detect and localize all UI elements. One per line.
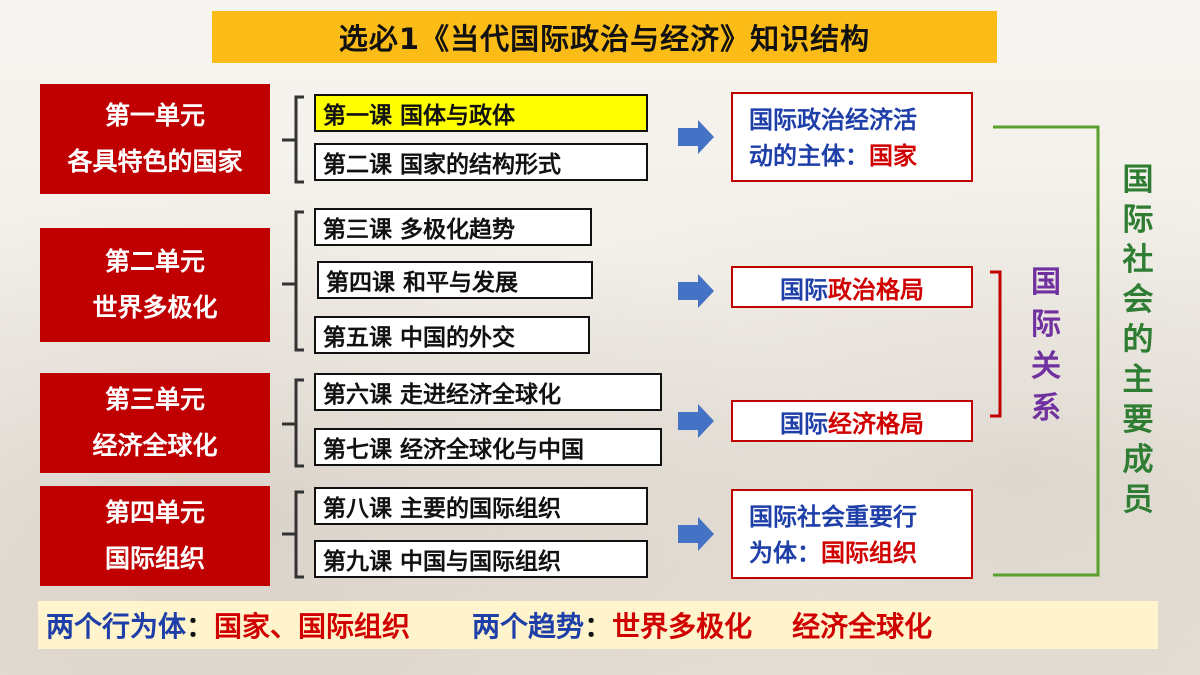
unit-2-box: 第二单元 世界多极化 [40, 228, 270, 342]
result-international-org-line2: 为体：国际组织 [749, 535, 971, 571]
arrow-4 [678, 517, 714, 551]
result-economic-highlight: 经济格局 [828, 409, 924, 438]
unit-1-name: 各具特色的国家 [67, 147, 243, 176]
result-economic-prefix: 国际 [780, 409, 828, 438]
arrow-2 [678, 274, 714, 308]
bracket-unit-1 [282, 95, 304, 184]
lesson-6: 第六课 走进经济全球化 [314, 373, 662, 411]
bottom-value-multipolar: 世界多极化 [612, 610, 753, 643]
bracket-members [993, 125, 1100, 577]
unit-4-name: 国际组织 [104, 544, 205, 573]
arrow-3 [678, 404, 714, 438]
lesson-3: 第三课 多极化趋势 [314, 208, 592, 246]
result-political-highlight: 政治格局 [828, 275, 924, 304]
bottom-label-trends: 两个趋势 [472, 610, 585, 643]
result-international-org-highlight: 国际组织 [821, 539, 917, 567]
bracket-unit-3 [282, 378, 304, 468]
unit-2-name: 世界多极化 [92, 293, 218, 322]
result-political-prefix: 国际 [780, 275, 828, 304]
unit-4-box: 第四单元 国际组织 [40, 486, 270, 586]
unit-1-number: 第一单元 [104, 101, 205, 130]
unit-3-name: 经济全球化 [92, 431, 218, 460]
lesson-4: 第四课 和平与发展 [317, 261, 593, 299]
result-international-org-prefix: 为体： [749, 539, 821, 567]
bottom-summary: 两个行为体：国家、国际组织 两个趋势：世界多极化经济全球化 [38, 601, 1158, 649]
result-subject-country-line2: 动的主体：国家 [749, 138, 971, 174]
bottom-colon-2: ： [584, 610, 613, 643]
bracket-relations [990, 270, 1002, 418]
bottom-value-actors: 国家、国际组织 [214, 610, 411, 643]
international-relations-label: 国 际 关 系 [1031, 265, 1061, 426]
lesson-9: 第九课 中国与国际组织 [314, 540, 648, 578]
bottom-value-globalization: 经济全球化 [792, 610, 933, 643]
lesson-5: 第五课 中国的外交 [314, 316, 590, 354]
lesson-8: 第八课 主要的国际组织 [314, 487, 648, 525]
lesson-2: 第二课 国家的结构形式 [314, 143, 648, 181]
result-political-pattern: 国际政治格局 [731, 266, 973, 308]
unit-1-box: 第一单元 各具特色的国家 [40, 84, 270, 194]
lesson-1: 第一课 国体与政体 [314, 94, 648, 132]
arrow-1 [678, 120, 714, 154]
result-international-org: 国际社会重要行 为体：国际组织 [731, 489, 973, 579]
result-subject-country-highlight: 国家 [869, 142, 917, 170]
result-international-org-line1: 国际社会重要行 [749, 503, 917, 531]
unit-2-number: 第二单元 [104, 247, 205, 276]
unit-4-number: 第四单元 [104, 498, 205, 527]
page-title: 选必1《当代国际政治与经济》知识结构 [212, 11, 997, 63]
bracket-unit-4 [282, 490, 304, 579]
unit-3-box: 第三单元 经济全球化 [40, 373, 270, 473]
result-subject-country: 国际政治经济活 动的主体：国家 [731, 92, 973, 182]
main-members-label: 国 际 社 会 的 主 要 成 员 [1122, 162, 1154, 518]
bracket-unit-2 [282, 210, 304, 352]
unit-3-number: 第三单元 [104, 385, 205, 414]
lesson-7: 第七课 经济全球化与中国 [314, 428, 662, 466]
bottom-colon-1: ： [186, 610, 215, 643]
bottom-label-actors: 两个行为体 [46, 610, 187, 643]
result-economic-pattern: 国际经济格局 [731, 400, 973, 442]
result-subject-country-line1: 国际政治经济活 [749, 106, 917, 134]
result-subject-country-prefix: 动的主体： [749, 142, 869, 170]
